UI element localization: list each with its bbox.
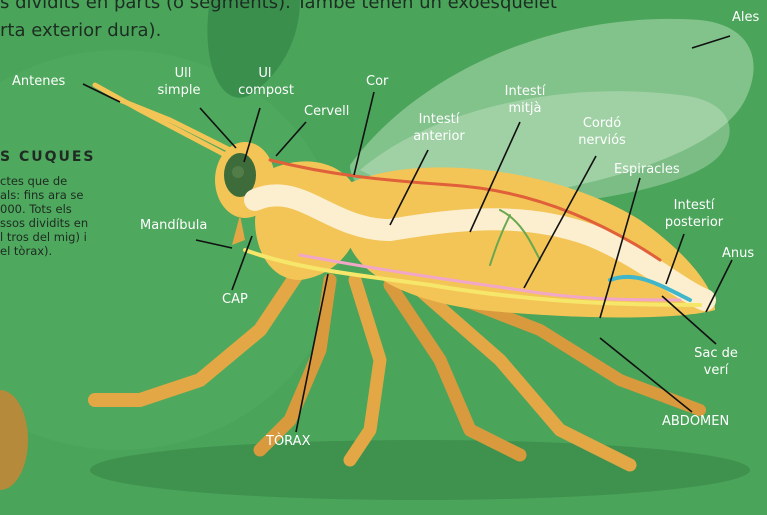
intro-text-line-1: s dividits en parts (o segments). També … [0,0,557,14]
label-intesti-mitja-line1: Intestí [490,84,560,99]
label-cervell: Cervell [304,104,349,119]
label-ull-compost-line1: Ul [242,66,288,81]
label-ull-simple-line2: simple [144,83,214,98]
label-intesti-anterior-line1: Intestí [404,112,474,127]
ground-shadow [90,440,750,500]
label-intesti-anterior-line2: anterior [404,129,474,144]
label-sac-de-veri-line1: Sac de [686,346,746,361]
label-mandibula: Mandíbula [140,218,207,233]
sidebar-line: 000. Tots els [0,202,72,216]
label-ull-compost-line2: compost [226,83,306,98]
sidebar-line: ctes que de [0,174,67,188]
label-ales: Ales [732,10,759,25]
intro-text-line-2: rta exterior dura). [0,20,161,42]
sidebar-line: als: fins ara se [0,188,84,202]
label-antenes: Antenes [12,74,65,89]
label-espiracles: Espiracles [614,162,680,177]
label-cordo-nervios-line2: nerviós [566,133,638,148]
label-intesti-posterior-line1: Intestí [654,198,734,213]
label-cor: Cor [366,74,388,89]
label-sac-de-veri-line2: verí [686,363,746,378]
label-intesti-mitja-line2: mitjà [490,101,560,116]
label-cap: CAP [222,292,248,307]
label-intesti-posterior-line2: posterior [654,215,734,230]
sidebar-line: l tros del mig) i [0,230,87,244]
label-torax: TÒRAX [266,434,310,449]
sidebar-line: el tòrax). [0,244,52,258]
sidebar-title: S CUQUES [0,149,96,165]
label-cordo-nervios-line1: Cordó [566,116,638,131]
label-anus: Anus [722,246,754,261]
label-ull-simple-line1: Ull [160,66,206,81]
sidebar-line: ssos dividits en [0,216,88,230]
label-abdomen: ABDOMEN [662,414,729,429]
